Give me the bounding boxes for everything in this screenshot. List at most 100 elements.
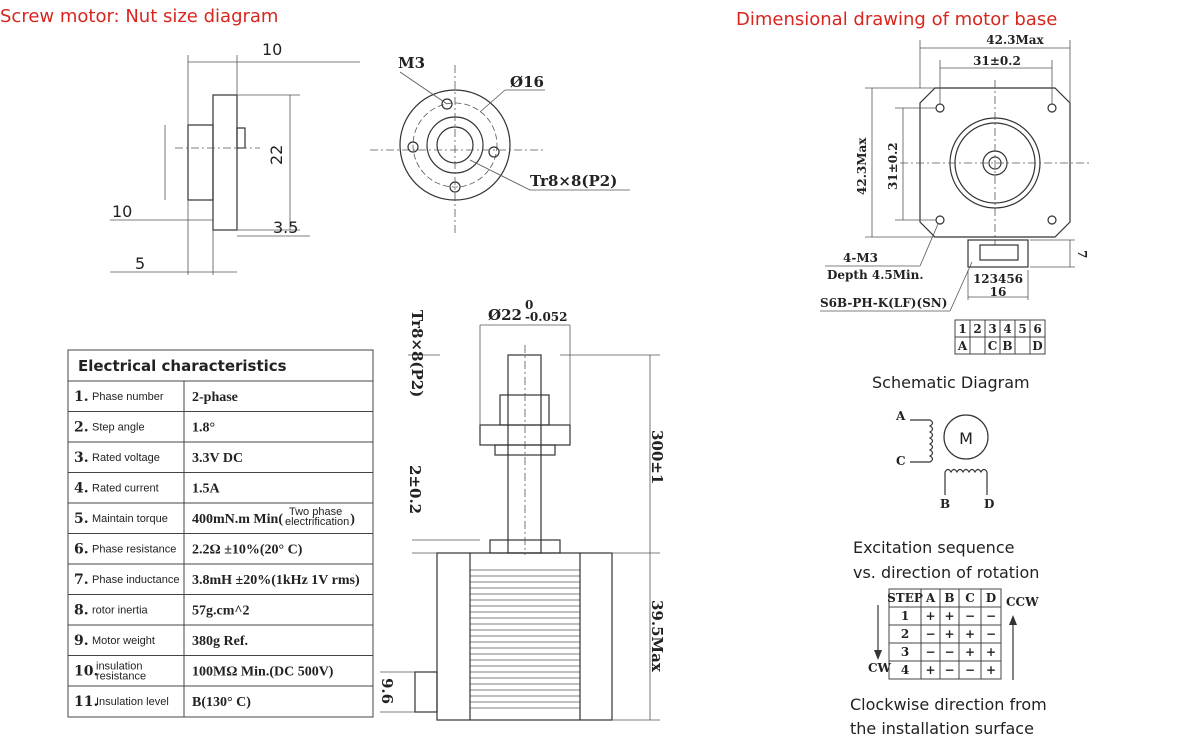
step-cell: − [925,645,935,659]
row-name: insulation [96,661,142,673]
row-number: 9. [74,633,89,649]
table-row: 3.Rated voltage 3.3V DC [74,450,243,466]
row-note-1: Two phase [289,506,342,518]
row-name: Phase number [92,391,164,403]
table-row: 11.Insulation level B(130° C) [74,694,251,710]
row-number: 1. [74,389,89,405]
label-depth: Depth 4.5Min. [827,268,924,282]
row-number: 7. [74,572,89,588]
nut-front-view: M3 Ø16 Tr8×8(P2) [370,54,630,235]
pin-number: 6 [1033,322,1041,336]
row-number: 5. [74,511,89,527]
row-number: 8. [74,603,89,619]
step-header: B [944,591,954,605]
step-cell: − [965,663,975,677]
label-holes: 4-M3 [843,251,878,265]
terminal-a: A [895,409,906,423]
step-cell: + [986,663,996,677]
step-cell: + [986,645,996,659]
excitation-title-1: Excitation sequence [853,538,1014,557]
row-note-2: electrification [285,516,349,528]
footer-line-2: the installation surface [850,719,1034,738]
step-cell: 2 [901,627,909,641]
table-row: 8.rotor inertia 57g.cm^2 [74,603,250,619]
label-shaft-diameter: Ø22 [488,306,522,324]
step-header: STEP [887,591,923,605]
pin-number: 5 [1018,322,1026,336]
dim-nut-width: 10 [262,40,282,59]
row-value: 2-phase [192,390,238,405]
label-length: 300±1 [648,430,666,484]
row-name: Insulation level [96,696,169,708]
row-name: Phase inductance [92,574,179,586]
row-value: 57g.cm^2 [192,604,250,619]
label-tol-upper: 0 [525,298,533,312]
step-cell: + [965,627,975,641]
pin-phase: D [1032,339,1042,353]
schematic-title: Schematic Diagram [872,373,1030,392]
schematic-diagram: Schematic Diagram M A C B D [872,373,1030,511]
pin-number: 2 [973,322,981,336]
dim-conn-width: 16 [990,285,1007,299]
label-body-height: 39.5Max [648,600,666,673]
excitation-title-2: vs. direction of rotation [853,563,1039,582]
row-value: 100MΩ Min.(DC 500V) [192,665,334,680]
label-pins: 123456 [973,272,1023,286]
terminal-c: C [896,454,906,468]
step-cell: + [944,627,954,641]
step-cell: − [925,627,935,641]
pin-phase: B [1002,339,1012,353]
step-cell: 3 [901,645,909,659]
row-value: B(130° C) [192,695,251,710]
row-number: 11. [74,694,98,710]
footer-line-1: Clockwise direction from [850,695,1047,714]
coil-ac-icon [910,419,934,463]
label-ccw: CCW [1006,595,1039,609]
pin-number: 3 [988,322,996,336]
label-m3: M3 [398,54,425,72]
row-value: 3.3V DC [192,451,243,466]
pin-number: 1 [958,322,966,336]
motor-side-view: Ø22 0 -0.052 Tr8×8(P2) 2±0.2 300±1 39.5M… [378,298,666,721]
row-name: Rated voltage [92,452,160,464]
row-name: rotor inertia [92,605,149,617]
row-name: Maintain torque [92,513,168,525]
step-header: C [965,591,975,605]
row-value: 2.2Ω ±10%(20° C) [192,543,303,558]
step-cell: − [965,609,975,623]
row-number: 10. [74,664,98,680]
step-cell: − [986,609,996,623]
dim-height-max: 42.3Max [855,137,869,195]
dim-nut-height: 22 [267,145,286,165]
pin-phase: A [957,339,968,353]
label-cw: CW [868,661,892,675]
step-cell: + [944,609,954,623]
row-number: 4. [74,481,89,497]
excitation-sequence: Excitation sequence vs. direction of rot… [853,538,1039,680]
table-title: Electrical characteristics [78,357,287,375]
step-cell: 1 [901,609,909,623]
step-cell: 4 [901,663,909,677]
table-row: 7.Phase inductance 3.8mH ±20%(1kHz 1V rms… [74,572,360,588]
label-connector-height: 9.6 [378,678,396,704]
row-note-close: ) [350,512,355,527]
row-name: Rated current [92,483,159,495]
coil-bd-icon [944,468,988,495]
step-cell: − [986,627,996,641]
step-header: D [986,591,996,605]
row-number: 3. [74,450,89,466]
row-value: 3.8mH ±20%(1kHz 1V rms) [192,573,360,588]
step-cell: + [925,663,935,677]
step-cell: + [965,645,975,659]
table-row: 1.Phase number 2-phase [74,389,238,405]
motor-symbol: M [959,429,973,448]
label-offset: 2±0.2 [406,465,424,514]
